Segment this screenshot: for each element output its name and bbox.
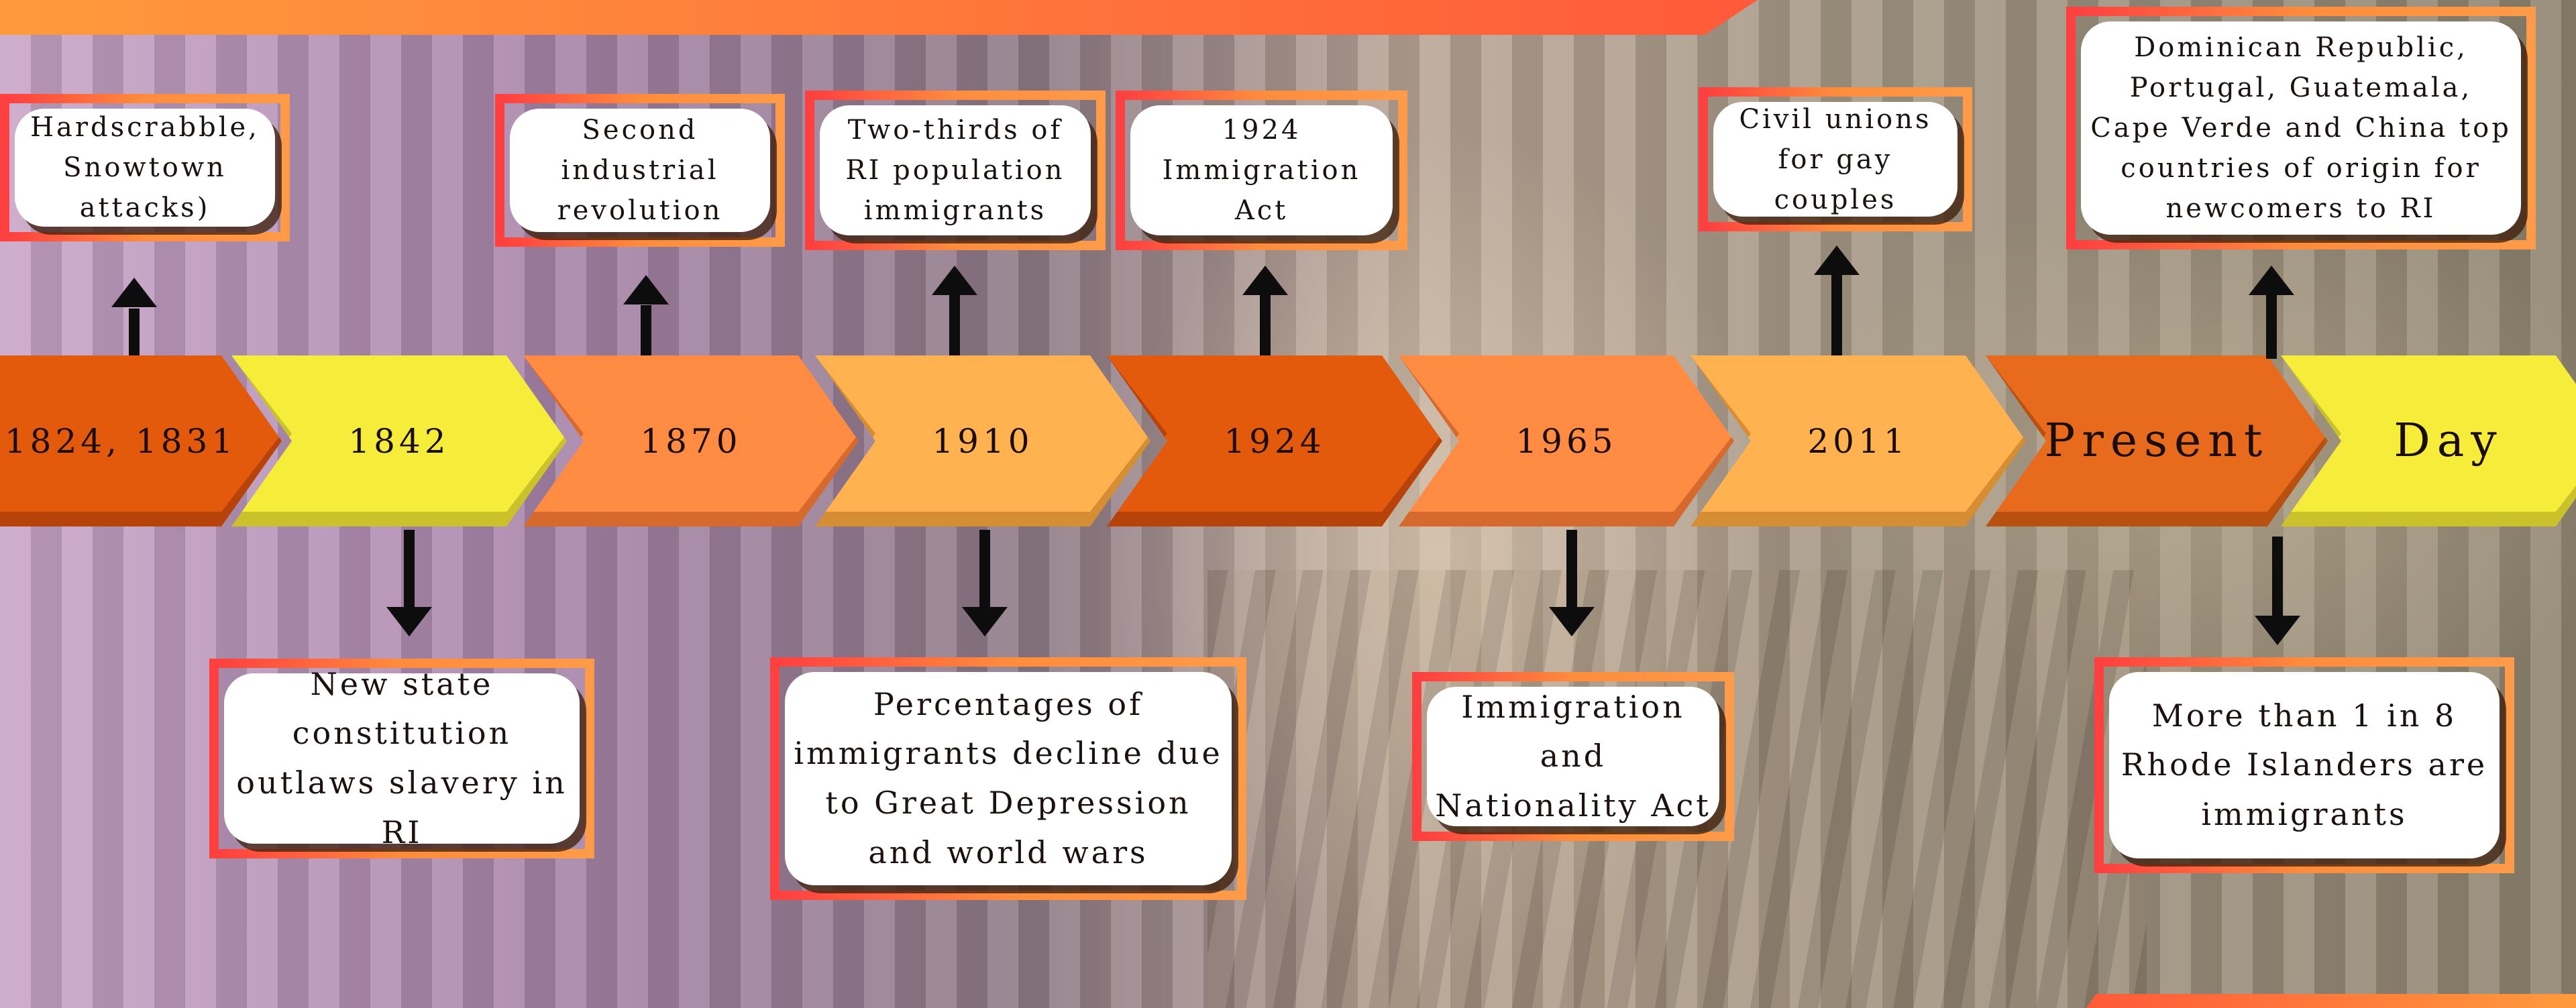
bottom-accent-bar (2086, 994, 2576, 1008)
segment-label: Day (2394, 414, 2504, 467)
callout-immigration-nationality-act: Immigration and Nationality Act (1412, 672, 1734, 841)
connector-down-1910 (979, 530, 990, 607)
segment-label: 1824, 1831 (4, 421, 237, 461)
callout-civil-unions: Civil unions for gay couples (1699, 87, 1972, 231)
connector-up-2011 (1831, 275, 1842, 355)
arrowhead-up-icon (1242, 266, 1288, 295)
callout-second-industrial-revolution: Second industrial revolution (495, 94, 785, 247)
segment-label: Present (2044, 414, 2269, 467)
callout-one-in-eight: More than 1 in 8 Rhode Islanders are imm… (2094, 657, 2514, 873)
segment-label: 2011 (1807, 421, 1909, 461)
callout-text: Two-thirds of RI population immigrants (820, 105, 1091, 235)
arrowhead-up-icon (111, 278, 157, 307)
callout-text: Hardscrabble, Snowtown attacks) (15, 109, 275, 227)
callout-two-thirds-immigrants: Two-thirds of RI population immigrants (805, 91, 1106, 250)
top-accent-bar (0, 0, 1758, 35)
connector-down-1842 (404, 530, 415, 607)
arrowhead-up-icon (1814, 245, 1860, 275)
segment-label: 1870 (640, 421, 742, 461)
timeline-segment-1842: 1842 (231, 355, 567, 526)
arrowhead-down-icon (386, 607, 432, 636)
arrowhead-up-icon (2249, 266, 2294, 295)
arrowhead-up-icon (623, 275, 669, 304)
timeline-segment-1870: 1870 (523, 355, 859, 526)
timeline-segment-1965: 1965 (1399, 355, 1734, 526)
callout-text: Percentages of immigrants decline due to… (785, 672, 1232, 885)
callout-text: Civil unions for gay couples (1713, 102, 1957, 217)
callout-text: New state constitution outlaws slavery i… (224, 666, 580, 850)
segment-label: 1842 (348, 421, 450, 461)
callout-text: Second industrial revolution (510, 109, 770, 232)
timeline-segment-1824-1831: 1824, 1831 (0, 355, 282, 526)
connector-up-1924 (1260, 295, 1271, 355)
timeline-segment-2011: 2011 (1690, 355, 2026, 526)
callout-1924-immigration-act: 1924 Immigration Act (1116, 91, 1407, 250)
arrowhead-down-icon (962, 607, 1008, 636)
callout-text: Immigration and Nationality Act (1427, 687, 1719, 826)
arrowhead-down-icon (1549, 607, 1595, 636)
connector-down-1965 (1566, 530, 1577, 607)
arrowhead-up-icon (932, 266, 977, 295)
segment-label: 1924 (1224, 421, 1326, 461)
callout-state-constitution: New state constitution outlaws slavery i… (209, 659, 594, 858)
connector-up-present (2266, 295, 2277, 359)
arrowhead-down-icon (2255, 616, 2300, 645)
connector-down-present (2272, 537, 2283, 617)
timeline-segment-present: Present (1986, 355, 2328, 526)
callout-percentages-decline: Percentages of immigrants decline due to… (770, 657, 1246, 900)
connector-up-1870 (641, 305, 651, 355)
connector-up-1824 (129, 309, 140, 355)
callout-text: 1924 Immigration Act (1130, 105, 1393, 235)
callout-text: Dominican Republic, Portugal, Guatemala,… (2081, 21, 2521, 235)
callout-text: More than 1 in 8 Rhode Islanders are imm… (2109, 672, 2500, 858)
connector-up-1910 (949, 295, 960, 355)
callout-hardscrabble: Hardscrabble, Snowtown attacks) (0, 94, 290, 241)
segment-label: 1965 (1515, 421, 1617, 461)
segment-face (0, 355, 282, 512)
callout-countries-of-origin: Dominican Republic, Portugal, Guatemala,… (2066, 7, 2536, 249)
segment-label: 1910 (932, 421, 1034, 461)
